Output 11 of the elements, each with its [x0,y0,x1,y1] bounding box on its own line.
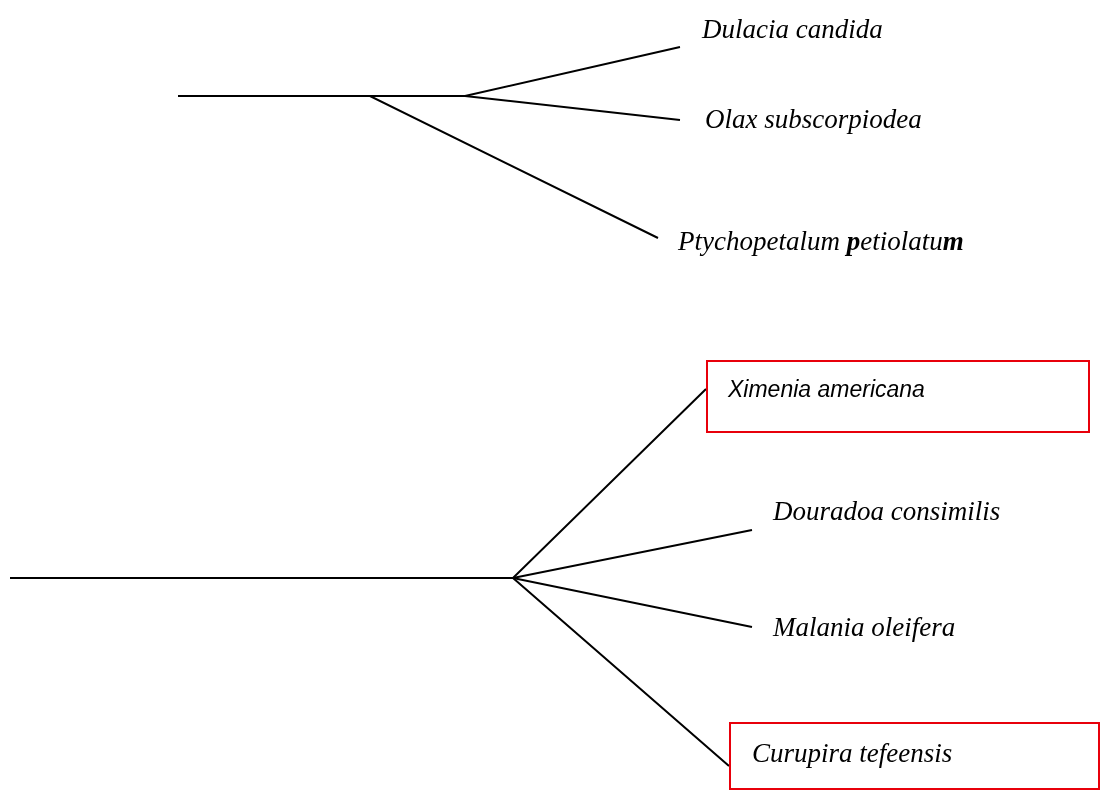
taxon-label: Dulacia candida [702,14,883,44]
highlight-box [706,360,1090,433]
taxon-label: Ximenia americana [728,376,925,402]
highlight-box [729,722,1100,790]
tree-branch [177,95,659,239]
taxon-label: Curupira tefeensis [752,738,953,768]
tree-branch [9,577,730,767]
taxon-label: Olax subscorpiodea [705,104,922,134]
taxon-label: Ptychopetalum petiolatum [678,226,964,256]
taxon-label: Douradoa consimilis [773,496,1001,526]
taxon-label: Malania oleifera [773,612,956,642]
